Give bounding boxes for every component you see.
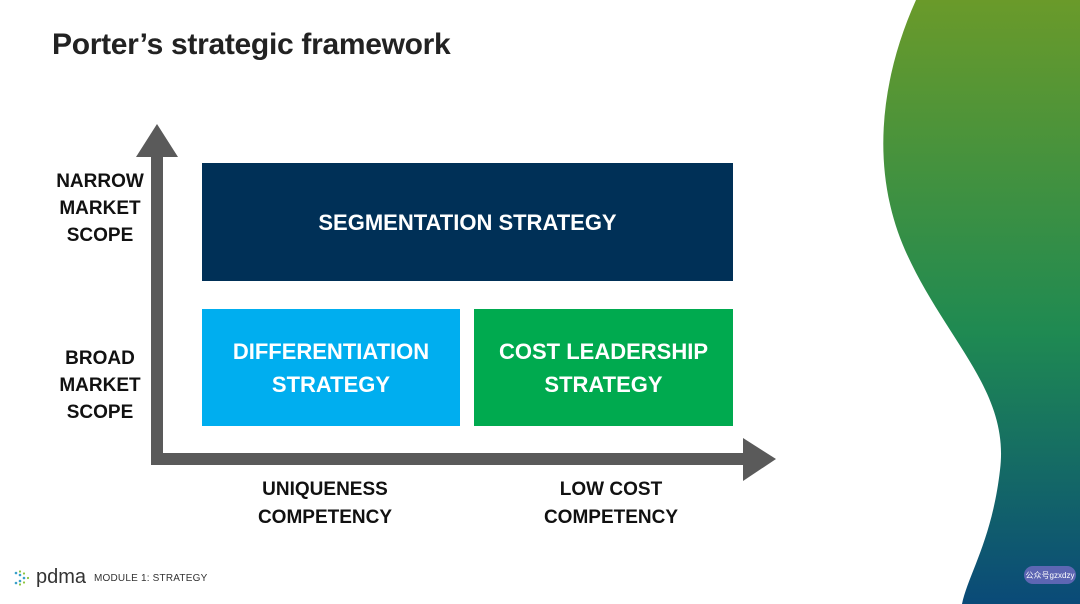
differentiation-strategy-box: DIFFERENTIATION STRATEGY (202, 309, 460, 426)
box-label: STRATEGY (544, 371, 663, 397)
y-label-line: SCOPE (66, 402, 134, 423)
x-label-uniqueness-competency: UNIQUENESS COMPETENCY (225, 476, 425, 532)
x-label-line: COMPETENCY (543, 507, 679, 528)
y-axis-line (151, 150, 163, 465)
y-label-broad-market-scope: BROAD MARKET SCOPE (45, 345, 155, 426)
pdma-logo-text: pdma (36, 566, 87, 588)
y-label-line: NARROW (56, 171, 144, 192)
y-label-line: MARKET (59, 375, 141, 396)
watermark-badge: 公众号gzxdzy (1024, 566, 1076, 584)
box-label: STRATEGY (271, 371, 391, 397)
y-label-narrow-market-scope: NARROW MARKET SCOPE (45, 168, 155, 249)
box-label: DIFFERENTIATION (232, 338, 430, 364)
x-label-low-cost-competency: LOW COST COMPETENCY (511, 476, 711, 532)
y-axis-arrowhead (136, 124, 178, 157)
pdma-logo: pdma (14, 566, 86, 589)
x-label-line: UNIQUENESS (262, 479, 388, 500)
box-label: COST LEADERSHIP (498, 338, 709, 364)
box-label: SEGMENTATION STRATEGY (318, 209, 617, 235)
y-label-line: BROAD (65, 348, 135, 369)
y-label-line: SCOPE (66, 225, 134, 246)
x-axis-line (151, 453, 747, 465)
module-label: MODULE 1: STRATEGY (94, 573, 208, 584)
page-title: Porter’s strategic framework (52, 28, 451, 61)
y-label-line: MARKET (59, 198, 141, 219)
x-axis-arrowhead (743, 438, 776, 481)
segmentation-strategy-box: SEGMENTATION STRATEGY (202, 163, 733, 281)
x-label-line: COMPETENCY (257, 507, 393, 528)
x-label-line: LOW COST (559, 479, 663, 500)
pdma-chevron-icon (14, 569, 30, 586)
cost-leadership-strategy-box: COST LEADERSHIP STRATEGY (474, 309, 733, 426)
